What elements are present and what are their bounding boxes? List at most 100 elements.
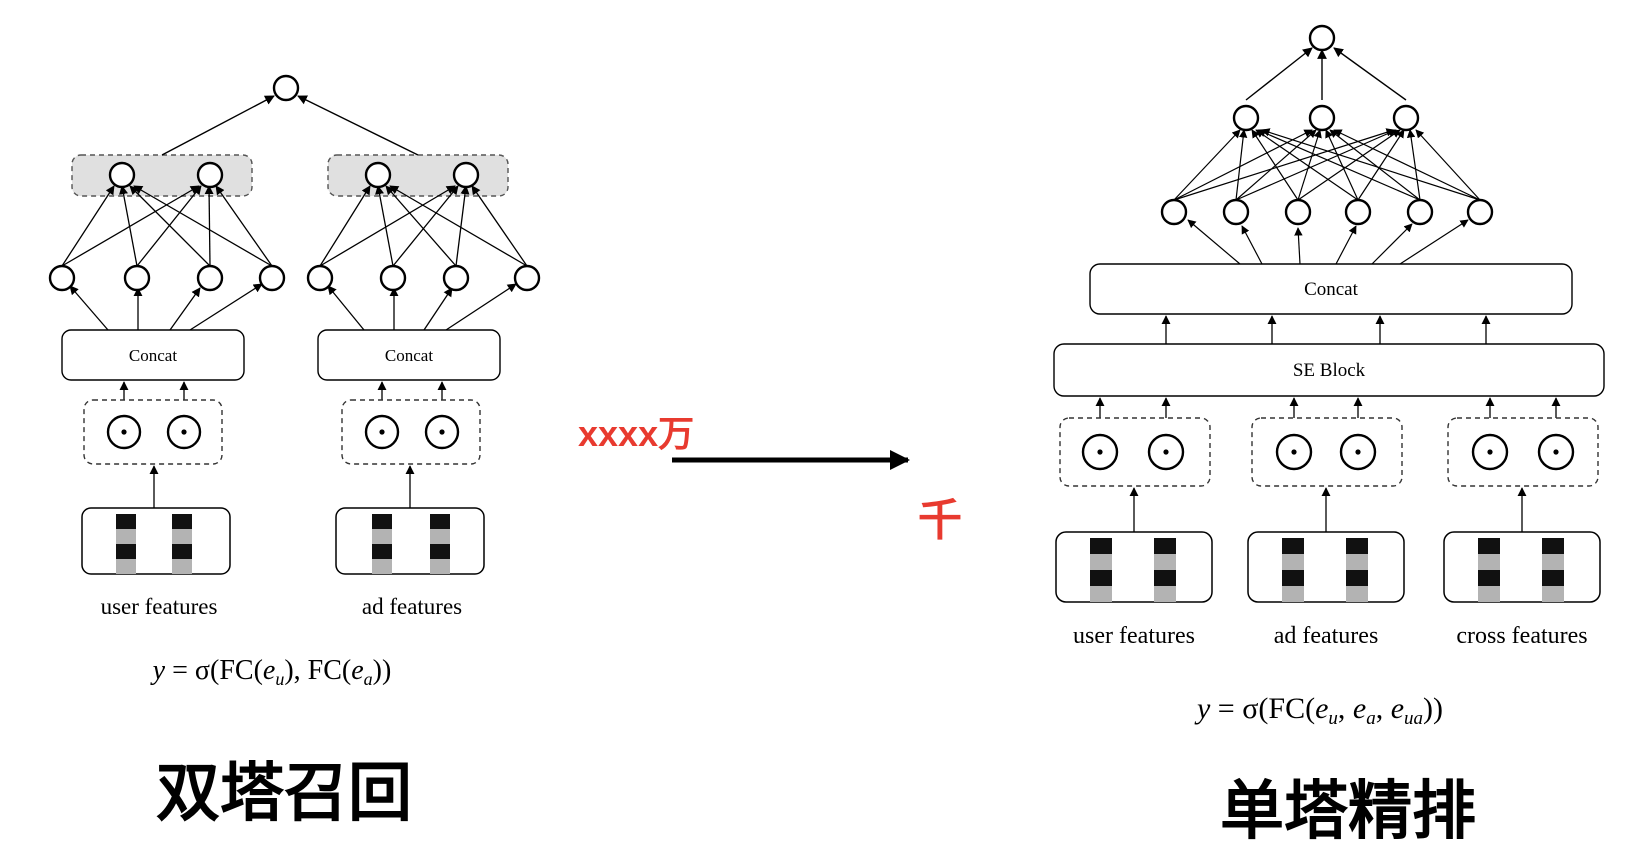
embedding-node-dot xyxy=(1097,449,1103,455)
feature-embedding-segment xyxy=(172,544,192,559)
feature-embedding-segment xyxy=(1346,538,1368,554)
right-ad-feature-box xyxy=(1247,531,1405,603)
right-ad-features-label: ad features xyxy=(1274,623,1379,649)
right-se-block-box xyxy=(1053,343,1605,397)
embedding-node-dot xyxy=(1163,449,1169,455)
feature-embedding-segment xyxy=(1346,554,1368,570)
feature-embedding-segment xyxy=(1282,538,1304,554)
feature-embedding-segment xyxy=(1542,554,1564,570)
left-concat-box-ad xyxy=(317,329,501,381)
transition-bottom-label: 千 xyxy=(918,495,962,546)
embedding-node-dot xyxy=(1553,449,1559,455)
left-formula: y = σ(FC(eu), FC(ea)) xyxy=(150,655,392,689)
left-hidden-node xyxy=(258,264,286,292)
right-hidden-node xyxy=(1344,198,1372,226)
left-caption: 双塔召回 xyxy=(156,757,412,831)
right-hidden-node xyxy=(1392,104,1420,132)
left-concat-edges xyxy=(69,283,517,331)
right-hidden-node xyxy=(1222,198,1250,226)
left-hidden-node xyxy=(442,264,470,292)
embedding-node-dot xyxy=(121,429,127,435)
left-ad-features-label: ad features xyxy=(362,594,462,619)
left-user-features-label: user features xyxy=(101,594,218,619)
feature-embedding-segment xyxy=(1090,538,1112,554)
left-ad-feature-box xyxy=(335,507,485,575)
feature-embedding-segment xyxy=(1478,538,1500,554)
left-output-edges xyxy=(161,95,419,156)
right-cross-features-label: cross features xyxy=(1456,623,1587,649)
right-output-node xyxy=(1308,24,1336,52)
feature-embedding-segment xyxy=(172,514,192,529)
right-hidden-node xyxy=(1232,104,1260,132)
left-user-embedding-box xyxy=(83,399,223,465)
left-ad-tower-edges xyxy=(319,185,528,267)
feature-embedding-segment xyxy=(116,529,136,544)
left-tower-output-node xyxy=(108,161,136,189)
left-tower-output-node xyxy=(452,161,480,189)
left-concat-label-ad: Concat xyxy=(385,346,433,365)
feature-embedding-segment xyxy=(1542,586,1564,602)
right-cross-embedding-box xyxy=(1447,417,1599,487)
feature-embedding-segment xyxy=(430,559,450,574)
network-nodes xyxy=(48,24,1494,292)
right-embed-edges xyxy=(1095,397,1561,532)
left-hidden-node xyxy=(306,264,334,292)
right-user-features-label: user features xyxy=(1073,623,1195,649)
left-output-node xyxy=(272,74,300,102)
feature-embedding-segment xyxy=(1154,554,1176,570)
left-hidden-node xyxy=(196,264,224,292)
feature-embedding-segment xyxy=(1282,570,1304,586)
right-hidden-node xyxy=(1284,198,1312,226)
embedding-node-dot xyxy=(439,429,445,435)
feature-embedding-segment xyxy=(1478,554,1500,570)
feature-embedding-segment xyxy=(1090,586,1112,602)
feature-embedding-segment xyxy=(1542,570,1564,586)
left-user-feature-box xyxy=(81,507,231,575)
right-ad-embedding-box xyxy=(1251,417,1403,487)
left-concat-label-user: Concat xyxy=(129,346,177,365)
right-se-edges xyxy=(1161,315,1491,344)
transition-top-label: xxxx万 xyxy=(578,413,694,454)
feature-embedding-segment xyxy=(172,529,192,544)
right-hidden-edges xyxy=(1173,128,1481,201)
feature-embedding-segment xyxy=(430,544,450,559)
right-caption: 单塔精排 xyxy=(1220,775,1476,849)
embedding-nodes xyxy=(106,414,1575,471)
embedding-node-dot xyxy=(1291,449,1297,455)
left-user-tower-output-box xyxy=(71,154,253,197)
left-hidden-node xyxy=(123,264,151,292)
feature-embedding-segment xyxy=(372,559,392,574)
feature-embedding-segment xyxy=(1478,586,1500,602)
embedding-node-dot xyxy=(181,429,187,435)
left-tower-output-node xyxy=(364,161,392,189)
feature-embedding-segment xyxy=(430,514,450,529)
feature-embedding-segment xyxy=(372,514,392,529)
right-hidden-node xyxy=(1308,104,1336,132)
feature-embedding-stripes xyxy=(116,514,1564,602)
right-hidden-node xyxy=(1406,198,1434,226)
right-hidden-node xyxy=(1466,198,1494,226)
left-tower-output-node xyxy=(196,161,224,189)
embedding-node-dot xyxy=(379,429,385,435)
left-hidden-node xyxy=(513,264,541,292)
feature-embedding-segment xyxy=(1154,570,1176,586)
feature-embedding-segment xyxy=(1090,554,1112,570)
right-concat-box xyxy=(1089,263,1573,315)
right-output-edges xyxy=(1245,47,1407,101)
feature-embedding-segment xyxy=(1478,570,1500,586)
feature-embedding-segment xyxy=(1346,570,1368,586)
left-concat-box-user xyxy=(61,329,245,381)
feature-embedding-segment xyxy=(372,529,392,544)
feature-embedding-segment xyxy=(1154,586,1176,602)
feature-embedding-segment xyxy=(1090,570,1112,586)
feature-embedding-segment xyxy=(172,559,192,574)
feature-embedding-segment xyxy=(430,529,450,544)
feature-embedding-segment xyxy=(116,544,136,559)
right-cross-feature-box xyxy=(1443,531,1601,603)
feature-embedding-segment xyxy=(116,514,136,529)
right-formula: y = σ(FC(eu, ea, eua)) xyxy=(1194,692,1443,729)
left-hidden-node xyxy=(379,264,407,292)
feature-embedding-segment xyxy=(372,544,392,559)
left-hidden-node xyxy=(48,264,76,292)
